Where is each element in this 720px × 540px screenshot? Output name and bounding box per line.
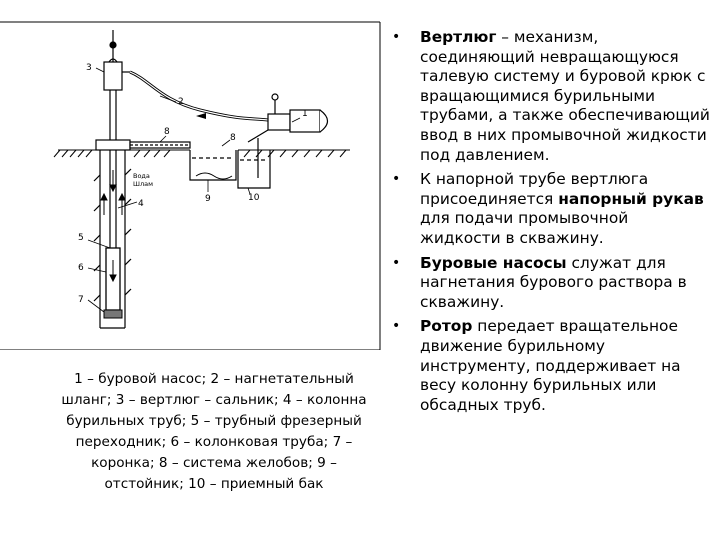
bullet-dot: • — [392, 171, 401, 188]
bullet-pumps: • Буровые насосы служат для нагнетания б… — [392, 254, 710, 313]
bullet-list: • Вертлюг – механизм, соединяющий невращ… — [392, 28, 710, 420]
rotary — [95, 139, 131, 151]
leader-lines — [87, 67, 301, 313]
label-10: 10 — [248, 193, 260, 203]
pressure-hose — [129, 70, 269, 122]
text-swivel: – механизм, соединяющий невращающуюся та… — [420, 28, 710, 164]
mud-pump — [247, 93, 329, 143]
label-2: 2 — [178, 97, 184, 107]
text-rotor: передает вращательное движение бурильном… — [420, 317, 681, 414]
ground-surface — [53, 149, 350, 158]
label-9: 9 — [205, 194, 211, 204]
sludge-label: Шлам — [133, 180, 153, 188]
bullet-dot: • — [392, 318, 401, 335]
trough-system — [129, 141, 191, 149]
label-6: 6 — [78, 263, 84, 273]
text-pumps: служат для нагнетания бурового раствора … — [420, 253, 687, 311]
label-8a: 8 — [164, 127, 170, 137]
label-1: 1 — [302, 109, 308, 119]
flow-arrows — [100, 170, 126, 283]
settling-tank — [189, 150, 237, 181]
term-swivel: Вертлюг — [420, 28, 497, 46]
bullet-dot: • — [392, 29, 401, 45]
term-pumps: Буровые насосы — [420, 253, 567, 272]
receiving-tank — [237, 138, 271, 189]
water-label: Вода — [133, 172, 150, 180]
bullet-dot: • — [392, 254, 401, 271]
bullet-rotor: • Ротор передает вращательное движение б… — [392, 317, 710, 415]
pre-pressure-hose: К напорной трубе вертлюга присоединяется — [420, 170, 649, 208]
diagram-caption: 1 – буровой насос; 2 – нагнетательный шл… — [61, 371, 367, 492]
label-8b: 8 — [230, 133, 236, 143]
borehole — [93, 150, 132, 329]
term-pressure-hose: напорный рукав — [558, 189, 704, 208]
drill-string — [109, 90, 117, 248]
term-rotor: Ротор — [420, 317, 473, 336]
hose-flow-arrow — [196, 113, 206, 119]
drilling-diagram: 3 2 1 4 5 6 7 8 8 9 10 Вода Шлам — [0, 21, 381, 350]
text-pressure-hose: для подачи промывочной жидкости в скважи… — [420, 209, 629, 247]
bullet-swivel: • Вертлюг – механизм, соединяющий невращ… — [392, 28, 710, 165]
label-3: 3 — [86, 63, 92, 73]
bullet-pressure-hose: • К напорной трубе вертлюга присоединяет… — [392, 170, 710, 248]
crown-bit — [103, 309, 123, 319]
swivel — [103, 30, 130, 91]
label-5: 5 — [78, 233, 84, 243]
label-7: 7 — [78, 295, 84, 305]
label-4: 4 — [138, 199, 144, 209]
